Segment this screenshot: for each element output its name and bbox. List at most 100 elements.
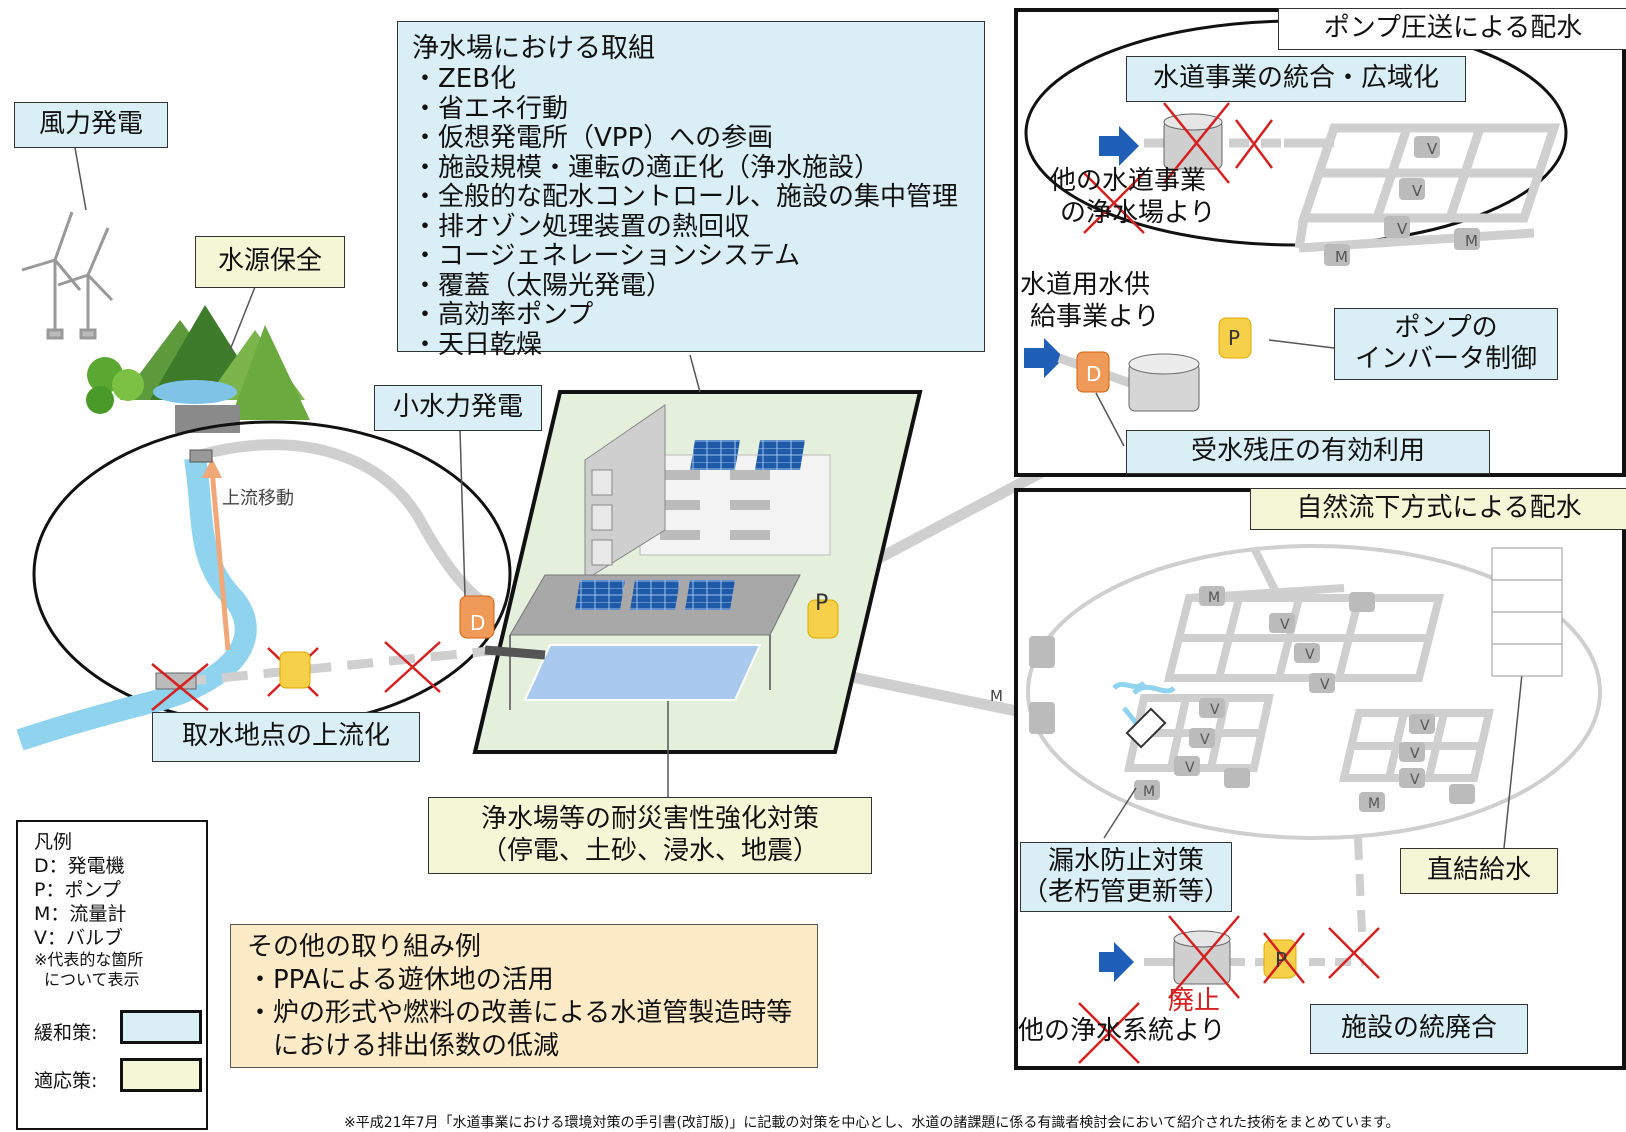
water-source-label: 水源保全: [195, 236, 345, 288]
valve-letter: V: [1410, 746, 1420, 762]
wind-turbines-icon: [21, 211, 114, 340]
valve-letter: V: [1420, 718, 1430, 734]
bulk-supply-line-2: 給事業より: [1030, 302, 1160, 332]
pump-network-graphic: [1024, 19, 1568, 447]
legend-item: M：流量計: [34, 903, 127, 925]
residual-pressure-label: 受水残圧の有効利用: [1126, 430, 1490, 474]
river: [16, 456, 257, 751]
intake-upstream-text: 取水地点の上流化: [181, 721, 390, 752]
solar-canopy-icon: [484, 574, 801, 710]
other-utility-line-2: の浄水場より: [1060, 198, 1216, 228]
disaster-resilience-box: 浄水場等の耐災害性強化対策 （停電、土砂、浸水、地震）: [428, 797, 872, 874]
legend-mitigation-swatch: [120, 1010, 202, 1044]
valve-letter: V: [1200, 732, 1210, 748]
valve-letter: V: [1185, 760, 1195, 776]
generator-icon: [459, 595, 495, 639]
valve-letter: V: [1280, 617, 1290, 633]
integration-label: 水道事業の統合・広域化: [1126, 56, 1466, 102]
consolidation-text: 施設の統廃合: [1340, 1013, 1497, 1044]
inverter-label: ポンプの インバータ制御: [1334, 308, 1558, 380]
pump-icon: [807, 599, 839, 639]
valve-letter: V: [1412, 182, 1423, 200]
leak-line-2: （老朽管更新等）: [1021, 877, 1230, 907]
residual-pressure-text: 受水残圧の有効利用: [1190, 436, 1425, 467]
list-item: ・ZEB化: [412, 64, 517, 94]
leak-prevention-label: 漏水防止対策 （老朽管更新等）: [1020, 842, 1232, 912]
small-hydro-label: 小水力発電: [374, 385, 542, 431]
pump-letter: P: [1275, 948, 1288, 972]
legend-item: D：発電機: [34, 855, 125, 877]
integration-text: 水道事業の統合・広域化: [1152, 63, 1439, 94]
legend-item: P：ポンプ: [34, 879, 121, 901]
direct-supply-text: 直結給水: [1426, 855, 1531, 886]
legend-note-1: ※代表的な箇所: [34, 950, 144, 969]
legend-item: V：バルブ: [34, 927, 123, 949]
meter-letter: M: [1143, 784, 1156, 800]
meter-letter: M: [1208, 590, 1221, 606]
disaster-line-2: （停電、土砂、浸水、地震）: [480, 835, 819, 866]
generator-letter: D: [470, 611, 486, 635]
raw-water-pipe: [198, 439, 493, 611]
valve-letter: V: [1410, 772, 1420, 788]
other-examples-box: その他の取り組み例 ・PPAによる遊休地の活用 ・炉の形式や燃料の改善による水道…: [230, 924, 818, 1068]
bulk-supply-line-1: 水道用水供: [1020, 270, 1151, 300]
list-item: ・仮想発電所（VPP）への参画: [412, 123, 774, 153]
water-source-text: 水源保全: [217, 246, 322, 277]
direct-supply-label: 直結給水: [1400, 848, 1558, 894]
meter-letter: M: [1335, 248, 1348, 266]
list-item: ・天日乾燥: [412, 329, 543, 360]
valve-letter: V: [1397, 220, 1408, 238]
plant-measures-title: 浄水場における取組: [412, 33, 655, 64]
plant-measures-box: 浄水場における取組 ・ZEB化 ・省エネ行動 ・仮想発電所（VPP）への参画 ・…: [397, 21, 985, 359]
list-item: ・省エネ行動: [412, 93, 569, 124]
meter-letter: M: [1368, 796, 1381, 812]
inverter-line-1: ポンプの: [1394, 312, 1498, 343]
meter-letter: M: [990, 687, 1003, 705]
meter-letter: M: [1465, 232, 1478, 250]
other-system-text: 他の浄水系統より: [1018, 1016, 1226, 1046]
other-examples-title: その他の取り組み例: [247, 932, 482, 962]
leak-icon: [1112, 680, 1176, 749]
valve-letter: V: [1427, 140, 1438, 158]
gravity-panel-title-box: 自然流下方式による配水: [1250, 488, 1626, 530]
list-item: ・排オゾン処理装置の熱回収: [412, 211, 751, 242]
footnote: ※平成21年7月「水道事業における環境対策の手引書(改訂版)」に記載の対策を中心…: [344, 1115, 1400, 1131]
pump-panel-title-box: ポンプ圧送による配水: [1278, 8, 1626, 50]
upstream-arrow: [209, 469, 231, 651]
other-examples-line-2: ・炉の形式や燃料の改善による水道管製造時等: [247, 998, 793, 1028]
list-item: ・覆蓋（太陽光発電）: [412, 270, 673, 301]
old-pump-icon: [279, 651, 311, 689]
other-utility-line-1: 他の水道事業: [1050, 166, 1207, 196]
legend-mitigation-label: 緩和策:: [34, 1022, 98, 1044]
consolidation-label: 施設の統廃合: [1310, 1004, 1528, 1054]
abolished-text: 廃止: [1168, 986, 1221, 1016]
gravity-distribution-panel: 自然流下方式による配水 漏水防止対策 （老朽管更新等） 直結給水 廃止 他の浄水…: [990, 488, 1626, 1070]
list-item: ・施設規模・運転の適正化（浄水施設）: [412, 152, 881, 183]
legend-note-2: について表示: [44, 970, 140, 989]
old-intake-icon: [155, 672, 197, 690]
other-examples-line-1: ・PPAによる遊休地の活用: [247, 965, 554, 995]
intake-upstream-label: 取水地点の上流化: [152, 712, 420, 762]
generator-letter: D: [1086, 362, 1102, 386]
water-source-mountains-icon: [86, 305, 310, 433]
other-examples-line-3: における排出係数の低減: [273, 1031, 560, 1061]
pump-panel-title: ポンプ圧送による配水: [1323, 13, 1583, 44]
plant-pump-letter: P: [815, 591, 829, 616]
legend-adaptation-label: 適応策:: [34, 1070, 98, 1092]
intake-area-outline: [32, 420, 512, 728]
valve-letter: V: [1320, 677, 1330, 693]
small-hydro-text: 小水力発電: [392, 392, 523, 423]
plant-building-icon: [584, 404, 831, 581]
legend-box: 凡例 D：発電機 P：ポンプ M：流量計 V：バルブ ※代表的な箇所 について表…: [16, 820, 208, 1130]
house-icons: [1491, 547, 1563, 677]
pump-distribution-panel: ポンプ圧送による配水 水道事業の統合・広域化 他の水道事業 の浄水場より 水道用…: [1014, 8, 1626, 477]
gravity-network-graphic: [1026, 544, 1602, 1064]
inverter-line-2: インバータ制御: [1354, 344, 1537, 374]
leak-line-1: 漏水防止対策: [1047, 845, 1204, 876]
list-item: ・コージェネレーションシステム: [412, 241, 801, 271]
valve-letter: V: [1210, 702, 1220, 718]
list-item: ・全般的な配水コントロール、施設の集中管理: [412, 182, 959, 212]
legend-title: 凡例: [34, 831, 73, 853]
wind-power-label: 風力発電: [14, 102, 168, 148]
